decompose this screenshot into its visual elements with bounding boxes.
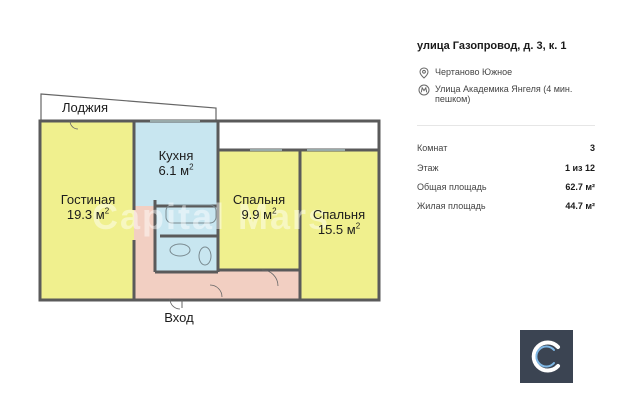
metro-icon <box>418 84 430 96</box>
detail-value: 44.7 м² <box>565 201 595 211</box>
detail-row: Этаж 1 из 12 <box>417 163 595 173</box>
living-room-name: Гостиная <box>60 192 116 207</box>
entrance-label: Вход <box>156 310 202 326</box>
detail-key: Общая площадь <box>417 182 487 192</box>
sink-icon <box>169 243 191 257</box>
hallway-area <box>134 206 300 299</box>
bedroom2-area <box>300 150 378 299</box>
floor-plan-drawing <box>38 93 381 310</box>
detail-row: Комнат 3 <box>417 143 595 153</box>
detail-key: Жилая площадь <box>417 201 486 211</box>
living-room-area-value: 19.3 м2 <box>66 206 110 222</box>
listing-title: улица Газопровод, д. 3, к. 1 <box>417 40 567 52</box>
bedroom2-label: Спальня 15.5 м2 <box>304 207 374 238</box>
kitchen-area <box>134 122 218 206</box>
district-row: Чертаново Южное <box>417 67 512 79</box>
living-room-label: Гостиная 19.3 м2 <box>50 192 126 223</box>
bedroom1-name: Спальня <box>232 192 286 207</box>
metro-line1: Улица Академика Янгеля (4 мин. <box>435 84 573 94</box>
brand-logo <box>520 330 573 383</box>
detail-key: Этаж <box>417 163 439 173</box>
watermark: Capital Mars <box>92 196 331 237</box>
divider <box>417 125 595 126</box>
bedroom2-area-value: 15.5 м2 <box>317 221 361 237</box>
detail-row: Жилая площадь 44.7 м² <box>417 201 595 211</box>
bedroom2-name: Спальня <box>312 207 366 222</box>
floor-plan: Capital Mars Лоджия Кухня 6.1 м2 Гостина… <box>38 93 381 326</box>
bedroom1-area <box>218 150 300 270</box>
loggia-name: Лоджия <box>62 100 109 115</box>
bedroom1-area-value: 9.9 м2 <box>241 206 277 222</box>
kitchen-label: Кухня 6.1 м2 <box>148 148 204 179</box>
detail-key: Комнат <box>417 143 448 153</box>
toilet-icon <box>198 246 212 266</box>
district-name: Чертаново Южное <box>435 67 513 77</box>
bathtub-icon <box>165 204 217 224</box>
kitchen-area-value: 6.1 м2 <box>158 162 194 178</box>
loggia-label: Лоджия <box>62 100 109 116</box>
detail-value: 1 из 12 <box>564 163 595 173</box>
detail-value: 3 <box>589 143 595 153</box>
entrance-name: Вход <box>164 310 194 325</box>
location-pin-icon <box>419 67 429 79</box>
metro-line2: пешком) <box>435 94 471 104</box>
living-room-area <box>41 122 134 299</box>
kitchen-name: Кухня <box>158 148 194 163</box>
detail-value: 62.7 м² <box>565 182 595 192</box>
metro-row: Улица Академика Янгеля (4 мин. пешком) <box>417 84 572 104</box>
detail-row: Общая площадь 62.7 м² <box>417 182 595 192</box>
metro-text: Улица Академика Янгеля (4 мин. пешком) <box>435 84 572 104</box>
logo-c-icon <box>531 340 560 373</box>
bedroom1-label: Спальня 9.9 м2 <box>224 192 294 223</box>
